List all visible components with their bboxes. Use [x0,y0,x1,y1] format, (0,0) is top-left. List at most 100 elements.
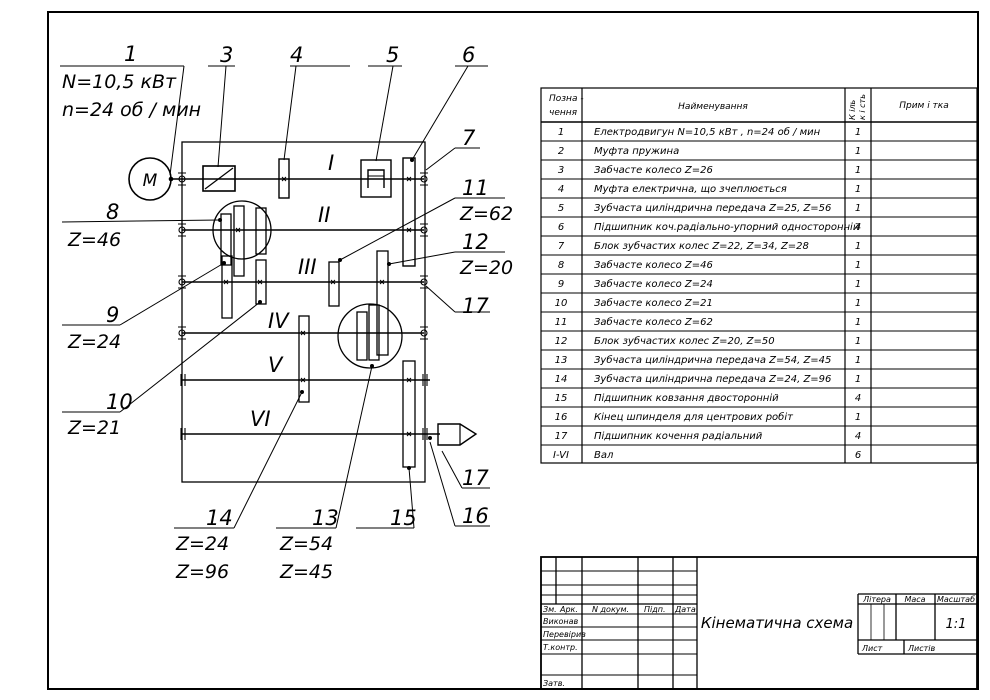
diagram-labels: M 1 N=10,5 кВт n=24 об / мин 3 4 5 6 7 8… [62,42,513,583]
tb-col-ark: Арк. [559,605,578,614]
callout-12-number: 13 [312,506,339,530]
row-qty: 1 [855,336,861,347]
row-pos: 12 [555,336,568,347]
row-name: Вал [594,450,614,461]
shaft-V-label: V [268,353,284,377]
row-qty: 1 [855,203,861,214]
tb-litera: Літера [862,595,891,604]
gear-11 [376,250,389,356]
row-pos: 5 [558,203,564,214]
callout-11-z1: Z=20 [459,257,513,279]
title-block: Зм. Арк. N докум. Підп. Дата Виконав Пер… [540,556,978,690]
row-qty: 4 [855,222,861,233]
callout-12-z2: Z=45 [279,561,333,583]
gear-block-7a [220,213,232,266]
callout-11-number: 12 [462,230,489,254]
row-name: Зубчаста циліндрична передача Z=54, Z=45 [594,354,831,366]
spring-coupling-icon [202,165,236,192]
row-qty: 1 [855,184,861,195]
table-row: 5 Зубчаста циліндрична передача Z=25, Z=5… [558,202,861,214]
bearings [178,172,428,440]
gear-8 [221,255,233,319]
callout-10-z1: Z=62 [459,203,513,225]
row-qty: 1 [855,127,861,138]
gear-keys [223,176,412,437]
row-pos: 14 [555,374,568,385]
row-name: Підшипник ковзання двосторонній [594,392,779,404]
callout-14-number: 15 [390,506,417,530]
gear-block-12-circle [337,303,403,369]
callout-2-number: 3 [220,43,233,67]
row-name: Муфта електрична, що зчеплюється [594,184,787,195]
spec-table: Позна - чення Найменування К іль к і сть… [540,87,978,464]
row-name: Зубчаста циліндрична передача Z=25, Z=56 [594,202,831,214]
tb-row-approved: Затв. [543,679,565,688]
callout-5-number: 6 [462,43,475,67]
gear-block-7c [255,207,267,255]
sheet-frame [47,11,979,690]
row-pos: 10 [555,298,568,309]
row-qty: 1 [855,374,861,385]
row-qty: 6 [855,450,861,461]
tb-scale-label: Масштаб [937,595,975,604]
callout-3-number: 4 [290,43,303,67]
callout-8-number: 9 [106,303,119,327]
row-qty: 1 [855,279,861,290]
header-name: Найменування [678,102,748,112]
row-name: Підшипник коч.радіально-упорний одностор… [594,221,860,233]
callout-16-number: 17 [462,466,489,490]
row-name: Муфта пружина [594,146,679,157]
callout-17-number: 17 [462,294,489,318]
tb-col-date: Дата [674,605,696,614]
header-pos-line1: Позна - [549,94,584,104]
shaft-I-label: I [328,151,334,175]
row-pos: 13 [555,355,568,366]
tb-sheets: Листів [907,644,935,653]
header-qty-line1: К іль [848,99,857,120]
tb-row-tcontrol: Т.контр. [543,643,578,652]
tb-sheet: Лист [861,644,883,653]
gear-block-7-circle [212,200,272,260]
row-qty: 1 [855,412,861,423]
row-pos: 7 [558,241,565,252]
gear-13 [298,315,310,403]
callout-9-z1: Z=21 [67,417,121,439]
tb-mass: Маса [904,595,925,604]
callout-7-z1: Z=46 [67,229,121,251]
row-name: Блок зубчастих колес Z=20, Z=50 [594,335,775,347]
row-name: Кінец шпинделя для центрових робіт [594,411,794,423]
tb-scale-value: 1:1 [946,617,967,632]
spindle-end-icon [437,423,478,446]
table-row: 1 Електродвигун N=10,5 кВт , n=24 об / ми… [558,126,861,138]
row-pos: 2 [558,146,564,157]
kinematic-diagram [60,65,505,529]
table-row: 6 Підшипник коч.радіально-упорний односто… [558,221,861,233]
row-name: Забчасте колесо Z=21 [594,297,713,309]
shaft-VI-label: VI [250,407,271,431]
housing-outline [181,141,426,483]
drawing-title: Кінематична схема [701,614,853,632]
callout-7-number: 8 [106,200,119,224]
row-qty: 1 [855,317,861,328]
callout-15-number: 16 [462,504,489,528]
row-pos: 3 [558,165,564,176]
table-row: 14 Зубчаста циліндрична передача Z=24, Z=… [555,373,862,385]
row-qty: 1 [855,165,861,176]
row-pos: 6 [558,222,564,233]
motor-power: N=10,5 кВт [62,71,177,93]
gear-10 [328,261,340,307]
row-name: Електродвигун N=10,5 кВт , n=24 об / мин [594,126,821,138]
tb-col-sign: Підп. [644,605,666,614]
shaft-II-label: II [318,203,330,227]
row-pos: 9 [558,279,564,290]
row-qty: 1 [855,241,861,252]
row-name: Зубчаста циліндрична передача Z=24, Z=96 [594,373,831,385]
shaft-III-label: III [298,255,317,279]
